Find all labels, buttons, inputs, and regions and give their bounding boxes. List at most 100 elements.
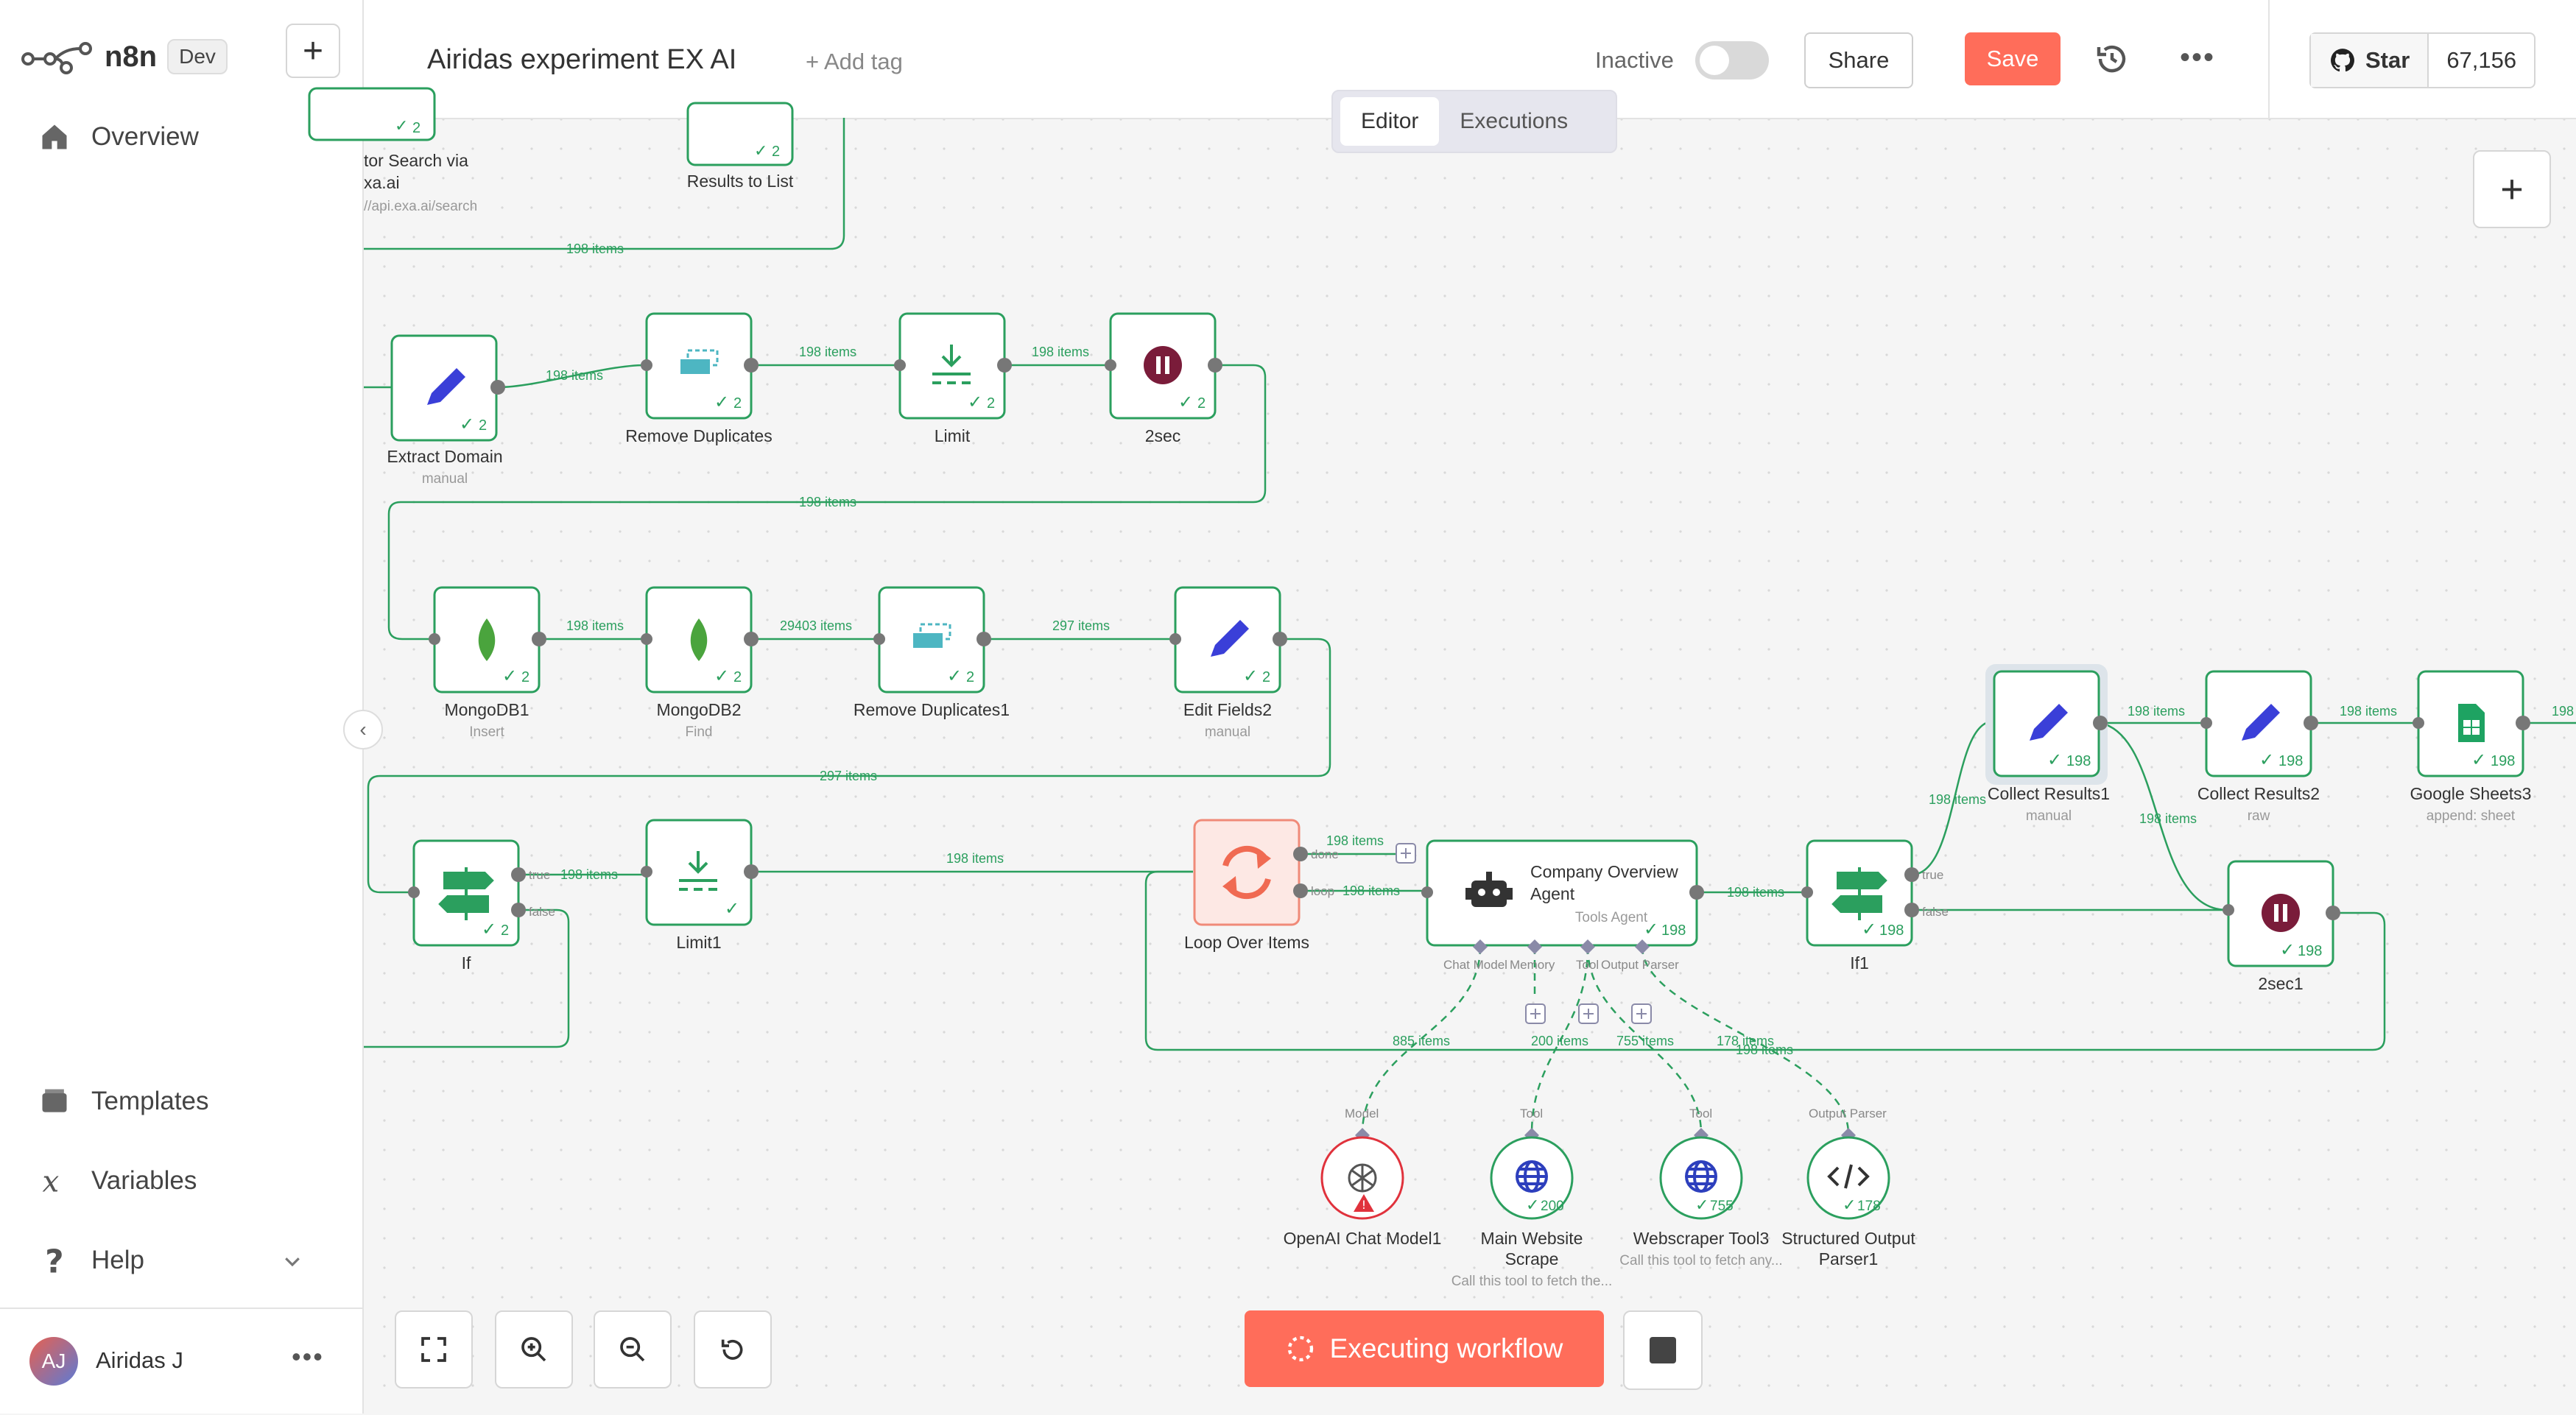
sidebar-item-overview[interactable]: Overview	[38, 121, 199, 153]
check-icon: ✓	[714, 666, 729, 686]
node-limit[interactable]: ✓ 2 Limit	[894, 312, 1012, 445]
check-icon: ✓	[2259, 749, 2274, 770]
edge-label: 198 items	[1727, 885, 1784, 900]
node-main-website-scrape[interactable]: ✓ 200 Main Website Scrape Call this tool…	[1451, 1128, 1613, 1289]
check-icon: ✓	[1843, 1196, 1856, 1215]
github-star-label: Star	[2365, 47, 2410, 73]
check-icon: ✓	[502, 666, 517, 686]
app-logo[interactable]: n8n Dev	[21, 38, 228, 75]
edge-model	[1361, 946, 1482, 1135]
remove-duplicates-icon	[913, 633, 943, 648]
edge-label: 198 items	[799, 495, 856, 509]
github-star-button[interactable]: Star 67,156	[2309, 32, 2536, 88]
undo-icon	[721, 1339, 743, 1360]
workflow-title[interactable]: Airidas experiment EX AI	[427, 44, 737, 75]
check-icon: ✓	[2471, 749, 2486, 770]
add-node-button[interactable]: +	[2473, 150, 2551, 228]
port-label-memory: Memory	[1510, 958, 1555, 972]
history-icon[interactable]	[2094, 41, 2130, 77]
node-webscraper-tool3[interactable]: ✓ 755 Webscraper Tool3 Call this tool to…	[1619, 1128, 1783, 1268]
node-2sec1[interactable]: ✓ 198 2sec1	[2223, 860, 2340, 993]
node-limit1[interactable]: ✓ Limit1	[641, 819, 759, 952]
run-count-badge: 2	[1197, 395, 1206, 412]
create-button[interactable]: +	[286, 24, 340, 78]
save-button[interactable]: Save	[1965, 32, 2061, 85]
edge-parser	[1641, 946, 1850, 1135]
tab-executions[interactable]: Executions	[1460, 109, 1569, 133]
node-if1[interactable]: ✓ 198 If1	[1801, 839, 1919, 973]
stop-execution-button[interactable]	[1623, 1310, 1703, 1390]
node-label: Remove Duplicates	[625, 426, 772, 445]
node-2sec[interactable]: ✓ 2 2sec	[1105, 312, 1222, 445]
sidebar-item-variables[interactable]: x Variables	[38, 1165, 197, 1197]
fit-view-button[interactable]	[395, 1310, 473, 1388]
more-options-icon[interactable]: •••	[2180, 41, 2216, 74]
edge-label: 297 items	[820, 769, 877, 783]
zoom-out-button[interactable]	[594, 1310, 672, 1388]
node-results-to-list[interactable]: ✓ 2 Results to List	[686, 102, 794, 191]
edge-label: 198	[2552, 704, 2574, 719]
add-tag-link[interactable]: + Add tag	[806, 49, 903, 74]
node-openai-chat-model1[interactable]: ! OpenAI Chat Model1	[1284, 1128, 1442, 1248]
node-company-overview-agent[interactable]: Company Overview Agent Tools Agent ✓ 198	[1421, 839, 1704, 954]
header: Airidas experiment EX AI + Add tag Inact…	[364, 0, 2576, 119]
node-structured-output-parser1[interactable]: ✓ 178 Structured Output Parser1	[1781, 1128, 1915, 1268]
zoom-in-button[interactable]	[495, 1310, 573, 1388]
chevron-left-icon: ‹	[359, 718, 367, 741]
run-count-badge: 198	[2278, 753, 2303, 769]
node-exa-search[interactable]: ✓ 2 tor Search via xa.ai //api.exa.ai/se…	[308, 87, 477, 214]
edge-tool-web	[1586, 946, 1703, 1135]
edge-label: 198 items	[946, 851, 1004, 866]
n8n-logo-icon	[21, 42, 92, 74]
tab-editor[interactable]: Editor	[1340, 97, 1440, 146]
node-edit-fields2[interactable]: ✓ 2 Edit Fields2 manual	[1169, 586, 1287, 740]
node-remove-duplicates[interactable]: ✓ 2 Remove Duplicates	[625, 312, 773, 445]
user-menu[interactable]: AJ Airidas J •••	[0, 1308, 362, 1415]
node-google-sheets3[interactable]: ✓ 198 Google Sheets3 append: sheet	[2410, 670, 2532, 824]
edge-label: 885 items	[1393, 1034, 1450, 1048]
plus-icon: +	[302, 31, 324, 71]
node-remove-duplicates1[interactable]: ✓ 2 Remove Duplicates1	[854, 586, 1010, 719]
chevron-down-icon[interactable]	[281, 1250, 303, 1272]
node-label: OpenAI Chat Model1	[1284, 1229, 1442, 1248]
sidebar-item-label: Overview	[91, 122, 199, 151]
node-extract-domain[interactable]: ✓ 2 Extract Domain manual	[387, 334, 505, 487]
node-label: Scrape	[1505, 1249, 1559, 1268]
node-label: Limit1	[676, 933, 721, 952]
node-if[interactable]: ✓ 2 If	[408, 839, 526, 973]
port-label-tool: Tool	[1689, 1107, 1712, 1121]
node-mongodb2[interactable]: ✓ 2 MongoDB2 Find	[641, 586, 759, 740]
node-collect-results2[interactable]: ✓ 198 Collect Results2 raw	[2197, 670, 2320, 824]
openai-icon	[1348, 1163, 1377, 1193]
node-label: MongoDB2	[656, 700, 741, 719]
check-icon: ✓	[1695, 1196, 1708, 1215]
check-icon: ✓	[1526, 1196, 1539, 1215]
reset-zoom-button[interactable]	[694, 1310, 772, 1388]
edge-label: 198 items	[2340, 704, 2397, 719]
active-toggle[interactable]	[1695, 41, 1769, 80]
more-icon[interactable]: •••	[292, 1341, 324, 1372]
share-button[interactable]: Share	[1804, 32, 1913, 88]
check-icon: ✓	[482, 919, 496, 939]
limit-icon	[679, 851, 717, 891]
edge-if1-collect1	[1911, 720, 1993, 876]
edge-label: 198 items	[546, 368, 603, 383]
limit-icon	[932, 345, 971, 384]
port-label-output-parser: Output Parser	[1601, 958, 1679, 972]
svg-text:?: ?	[45, 1244, 64, 1277]
node-subtitle: manual	[1205, 724, 1250, 740]
check-icon: ✓	[395, 117, 408, 135]
remove-duplicates-icon	[680, 359, 710, 374]
sidebar-item-templates[interactable]: Templates	[38, 1085, 209, 1118]
node-loop-over-items[interactable]: Loop Over Items	[1184, 819, 1309, 952]
node-label: If	[462, 953, 471, 973]
node-collect-results1[interactable]: ✓ 198 Collect Results1 manual	[1985, 664, 2110, 824]
sidebar-item-help[interactable]: ? Help	[38, 1244, 144, 1277]
node-subtitle: manual	[422, 471, 468, 487]
executing-workflow-button[interactable]: Executing workflow	[1245, 1310, 1604, 1387]
node-mongodb1[interactable]: ✓ 2 MongoDB1 Insert	[429, 586, 546, 740]
pencil-icon	[1211, 620, 1249, 657]
spinner-icon	[1287, 1335, 1313, 1362]
pencil-icon	[2030, 704, 2068, 741]
